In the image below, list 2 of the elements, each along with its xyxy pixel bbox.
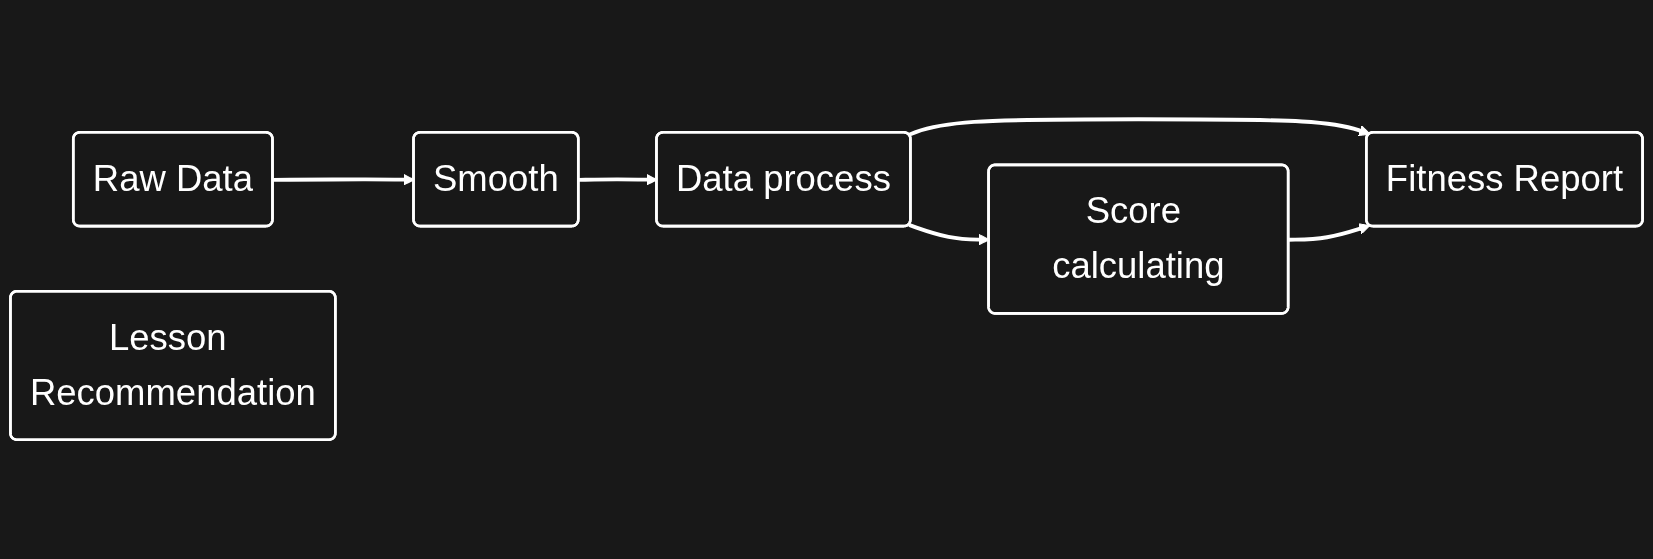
arrow [908,117,1371,137]
arrow [1288,223,1371,242]
